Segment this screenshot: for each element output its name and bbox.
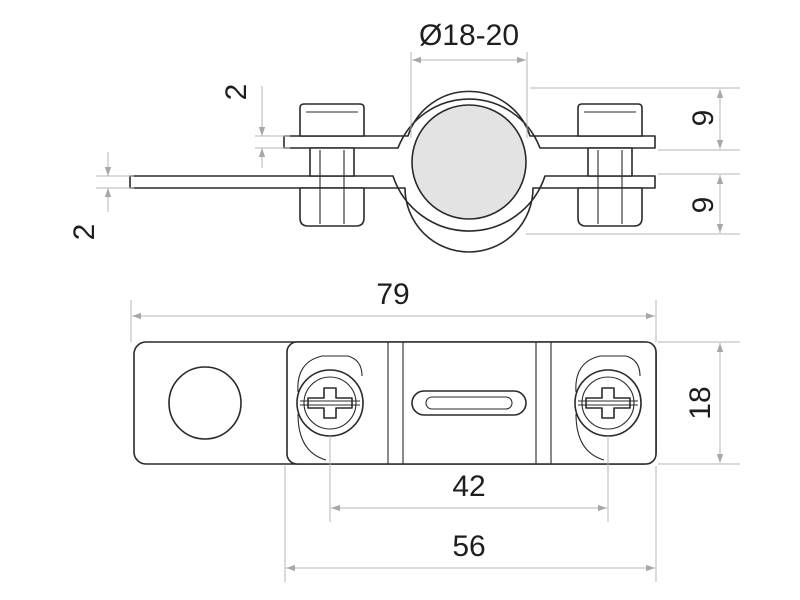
mounting-hole: [168, 366, 242, 440]
side-view: Ø18-20 2 2 9 9: [68, 19, 740, 253]
clamp-length-dimension: 56: [284, 466, 657, 582]
top-view: 79: [130, 278, 740, 582]
lower-thickness-label: 2: [68, 224, 101, 241]
left-screw: [299, 103, 365, 227]
center-band: [387, 342, 552, 464]
clamp-length-label: 56: [452, 530, 485, 563]
base-strip: [129, 175, 656, 253]
pipe-diameter-label: Ø18-20: [419, 19, 519, 52]
upper-thickness-label: 2: [220, 84, 253, 101]
screw-spacing-label: 42: [452, 470, 485, 503]
width-dimension: 18: [658, 341, 740, 465]
upper-thickness-dimension: 2: [220, 84, 290, 168]
upper-height-label: 9: [687, 110, 720, 127]
total-length-dimension: 79: [130, 278, 657, 342]
left-screw-head: [296, 355, 364, 461]
center-slot: [411, 390, 527, 416]
width-label: 18: [684, 386, 717, 419]
lower-height-label: 9: [687, 197, 720, 214]
total-length-label: 79: [376, 278, 409, 311]
pipe-circle: [411, 104, 527, 220]
pipe-diameter-dimension: Ø18-20: [410, 19, 528, 138]
right-screw: [577, 103, 643, 227]
screw-spacing-dimension: 42: [329, 436, 609, 522]
height-dimensions: 9 9: [526, 87, 740, 235]
lower-thickness-dimension: 2: [68, 152, 134, 240]
